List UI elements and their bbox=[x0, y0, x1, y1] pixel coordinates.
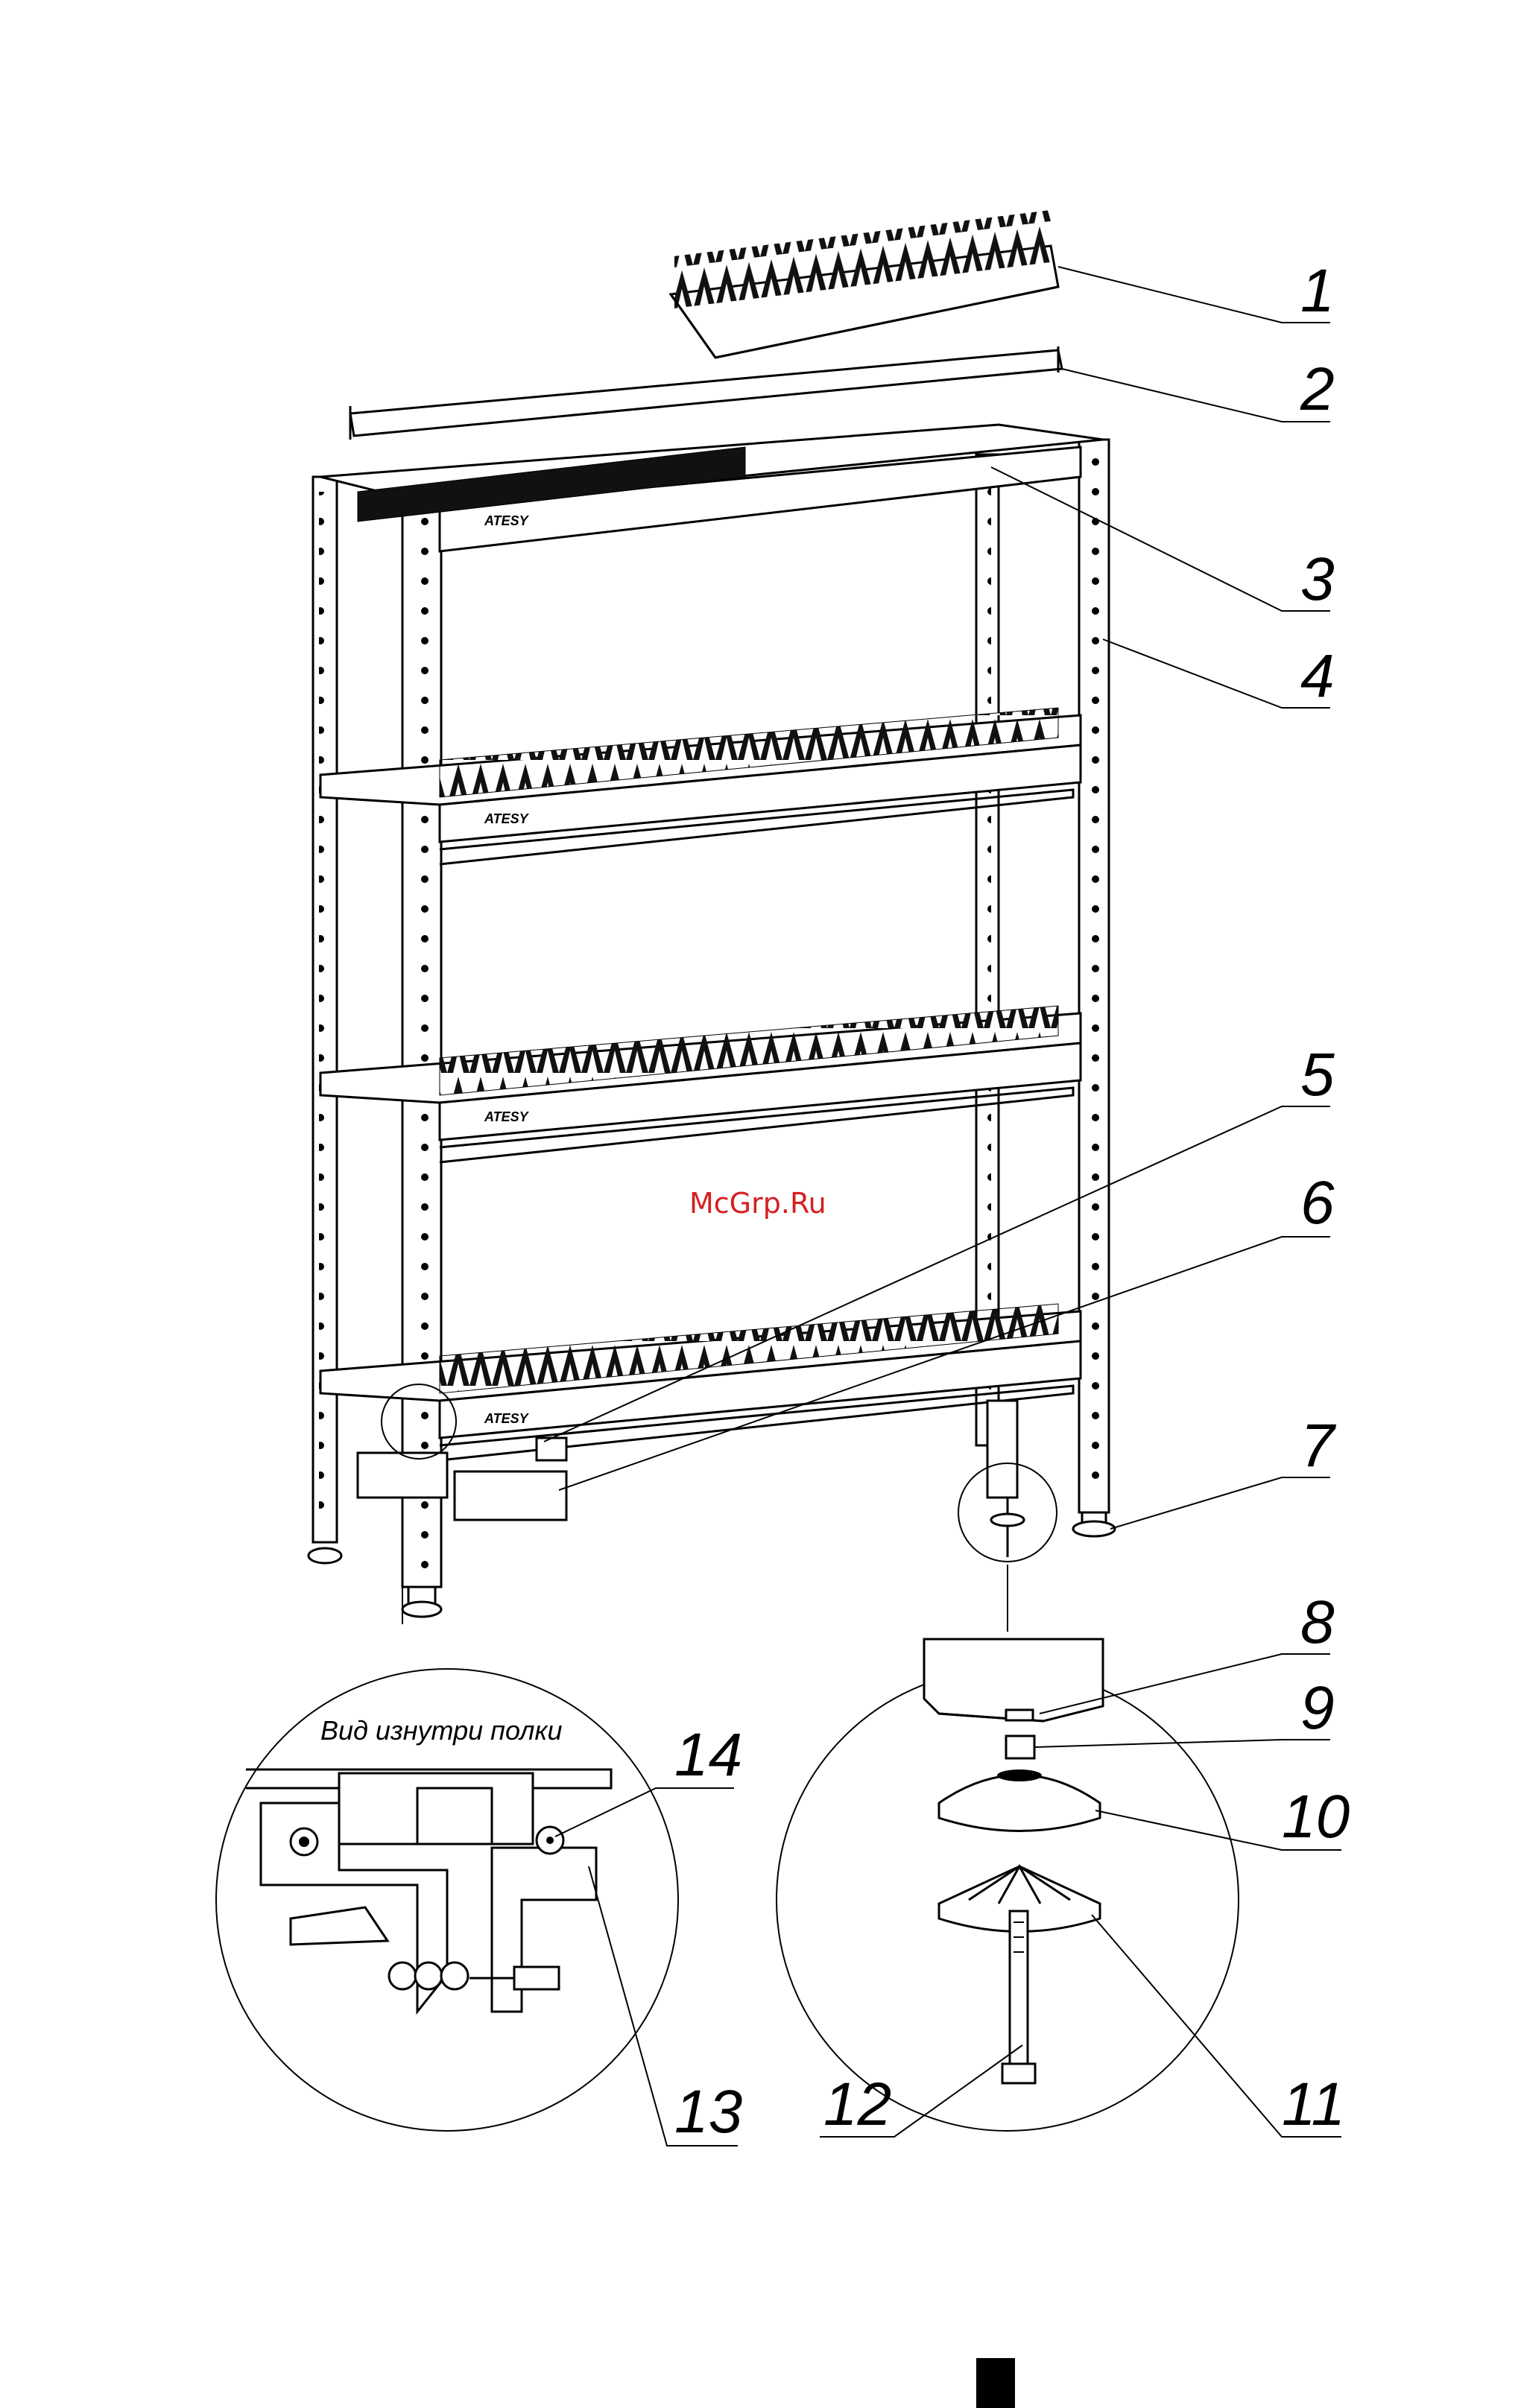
callout-4: 4 bbox=[1300, 642, 1335, 710]
detail-left-shelf-joint: Вид изнутри полки bbox=[216, 1669, 678, 2131]
svg-text:ATESY: ATESY bbox=[484, 1411, 530, 1426]
top-rail bbox=[350, 346, 1062, 440]
callout-10: 10 bbox=[1282, 1783, 1350, 1851]
callout-6: 6 bbox=[1300, 1169, 1335, 1237]
callout-13: 13 bbox=[674, 2078, 742, 2146]
callout-1: 1 bbox=[1300, 257, 1335, 325]
callout-7: 7 bbox=[1300, 1412, 1337, 1480]
callout-5: 5 bbox=[1300, 1041, 1335, 1109]
svg-text:ATESY: ATESY bbox=[484, 811, 530, 826]
callout-9: 9 bbox=[1300, 1674, 1335, 1742]
callout-12: 12 bbox=[823, 2070, 891, 2138]
top-dish-grid bbox=[671, 210, 1058, 358]
callout-2: 2 bbox=[1300, 355, 1335, 423]
svg-text:ATESY: ATESY bbox=[484, 513, 530, 528]
leg-detail-marker bbox=[958, 1401, 1057, 1562]
detail-left-caption: Вид изнутри полки bbox=[320, 1715, 563, 1746]
callout-14: 14 bbox=[674, 1721, 742, 1789]
callout-8: 8 bbox=[1300, 1588, 1335, 1656]
callout-11: 11 bbox=[1282, 2070, 1345, 2138]
detail-right-leveling-foot bbox=[777, 1639, 1239, 2131]
leader-lines bbox=[544, 267, 1341, 2146]
watermark: McGrp.Ru bbox=[689, 1187, 826, 1220]
callout-3: 3 bbox=[1300, 545, 1335, 613]
page-marker-block bbox=[976, 2358, 1015, 2408]
svg-text:ATESY: ATESY bbox=[484, 1109, 530, 1124]
